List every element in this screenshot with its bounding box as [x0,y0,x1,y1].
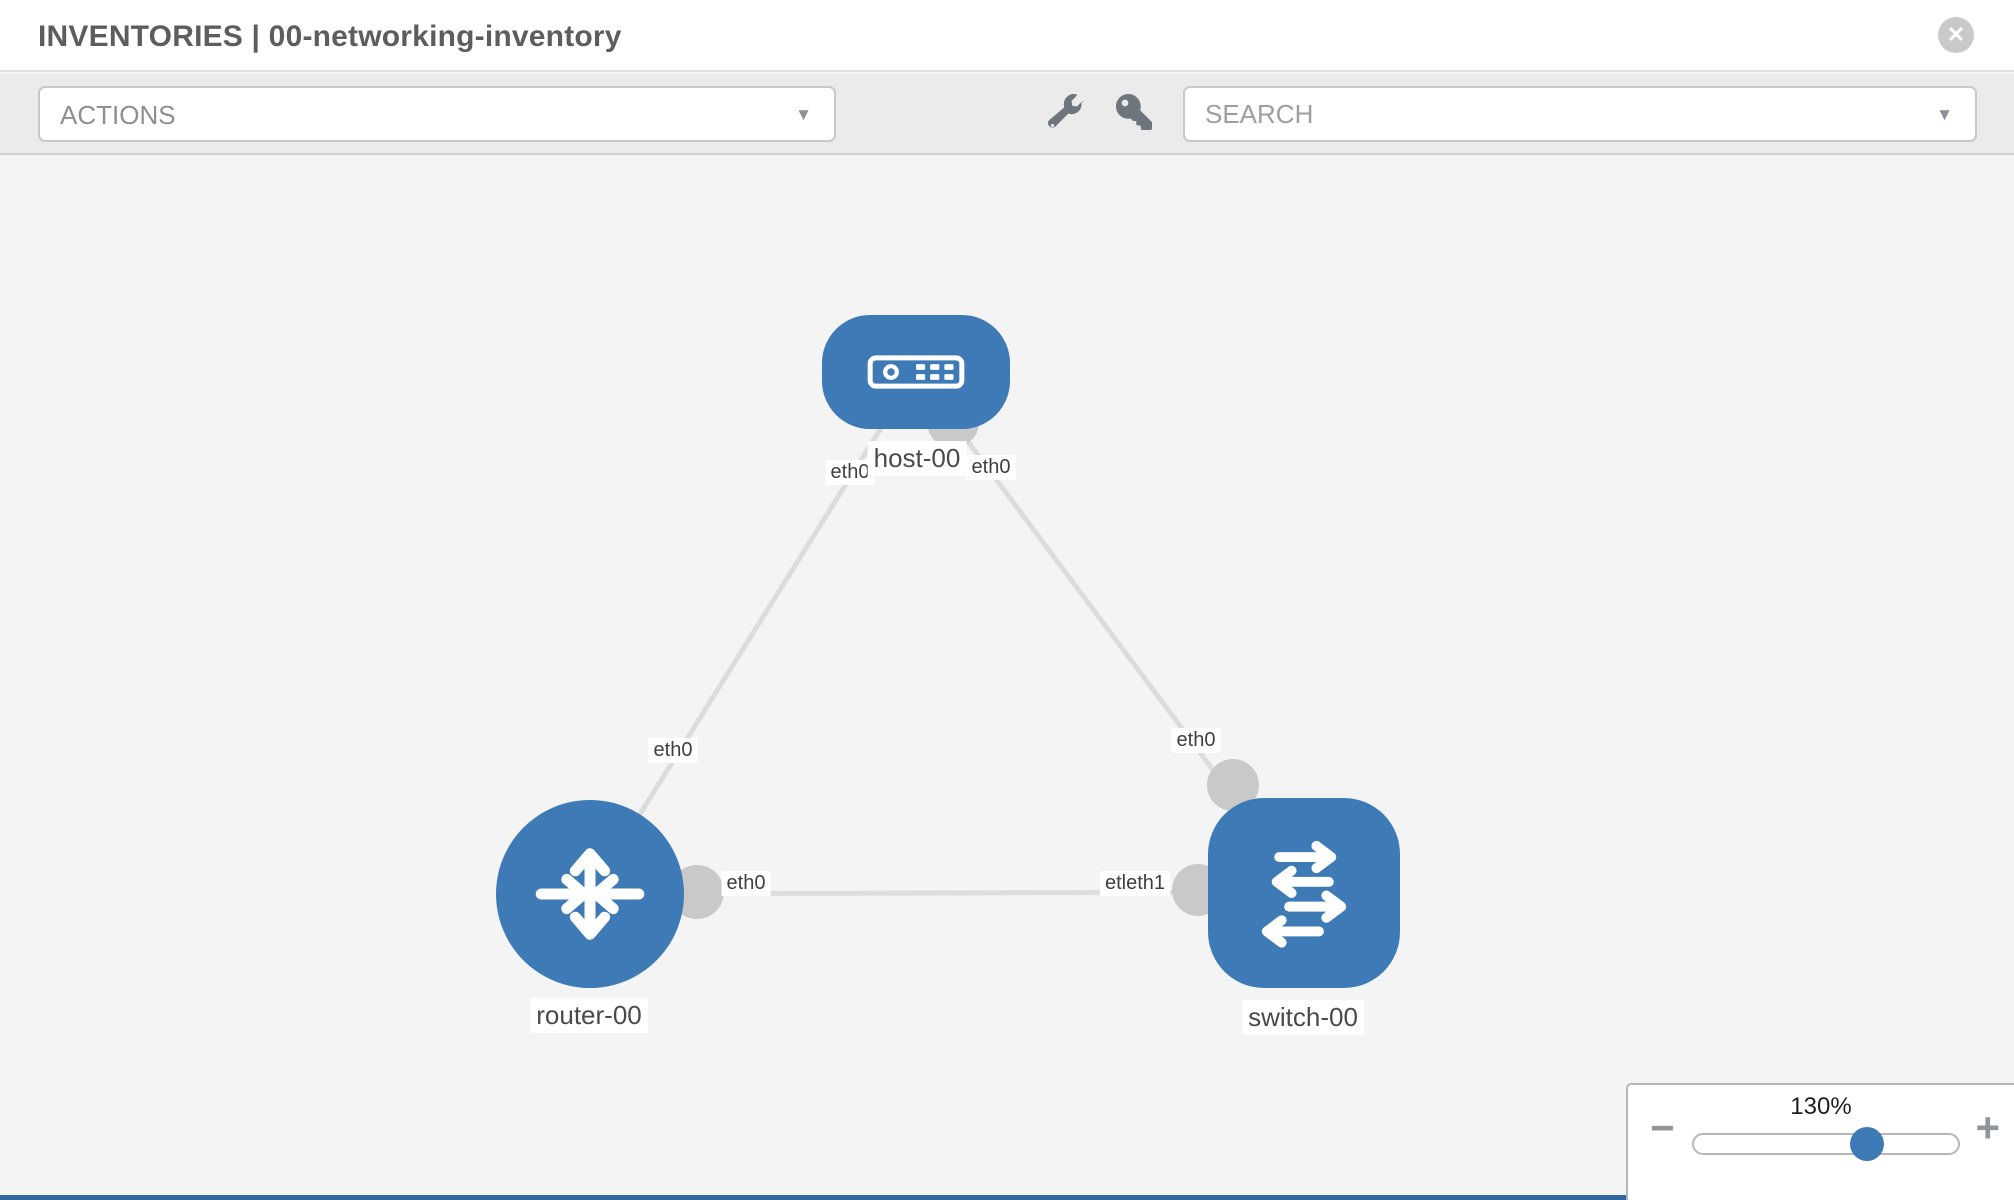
node-label-switch: switch-00 [1242,1000,1364,1035]
interface-label-router-right: eth0 [721,871,771,896]
switch-icon [1261,840,1347,948]
interface-label-switch-left: etleth1 [1099,871,1171,896]
node-switch[interactable] [1208,798,1400,988]
search-box[interactable]: ▼ [1183,86,1977,142]
toolbar: ACTIONS ▼ ▼ [0,74,2014,155]
host-icon [867,355,965,389]
router-icon [535,848,645,940]
interface-label-switch-upper: eth0 [1171,728,1221,753]
node-label-host: host-00 [867,441,967,476]
search-chevron-down-icon: ▼ [1936,105,1953,124]
zoom-control-panel: 130% − + [1626,1083,2014,1200]
topology-links [587,370,1307,897]
close-icon[interactable]: ✕ [1938,17,1974,53]
node-router[interactable] [496,800,684,988]
page-header: INVENTORIES | 00-networking-inventory ✕ [0,0,2014,72]
key-icon[interactable] [1116,94,1152,130]
zoom-out-button[interactable]: − [1650,1104,1675,1151]
link-host-router[interactable] [587,370,919,896]
actions-dropdown[interactable]: ACTIONS ▼ [38,86,836,142]
page-title: INVENTORIES | 00-networking-inventory [38,20,622,53]
footer-edge-bar [0,1195,1626,1200]
search-input[interactable] [1185,88,1975,140]
node-host[interactable] [822,315,1010,429]
configure-wrench-icon[interactable] [1047,94,1084,130]
interface-label-host-right: eth0 [966,455,1016,480]
zoom-in-button[interactable]: + [1975,1104,2000,1151]
interface-label-router-upper: eth0 [648,738,698,763]
topology-canvas[interactable]: eth0 eth0 eth0 eth0 eth0 etleth1 host-00… [0,157,2014,1200]
node-label-router: router-00 [530,998,648,1033]
zoom-level-value: 130% [1790,1093,1852,1120]
zoom-slider[interactable] [1692,1127,1960,1161]
chevron-down-icon: ▼ [795,105,812,124]
actions-dropdown-label: ACTIONS [60,100,176,130]
zoom-slider-thumb[interactable] [1850,1127,1884,1161]
interface-label-host-left: eth0 [825,460,875,485]
